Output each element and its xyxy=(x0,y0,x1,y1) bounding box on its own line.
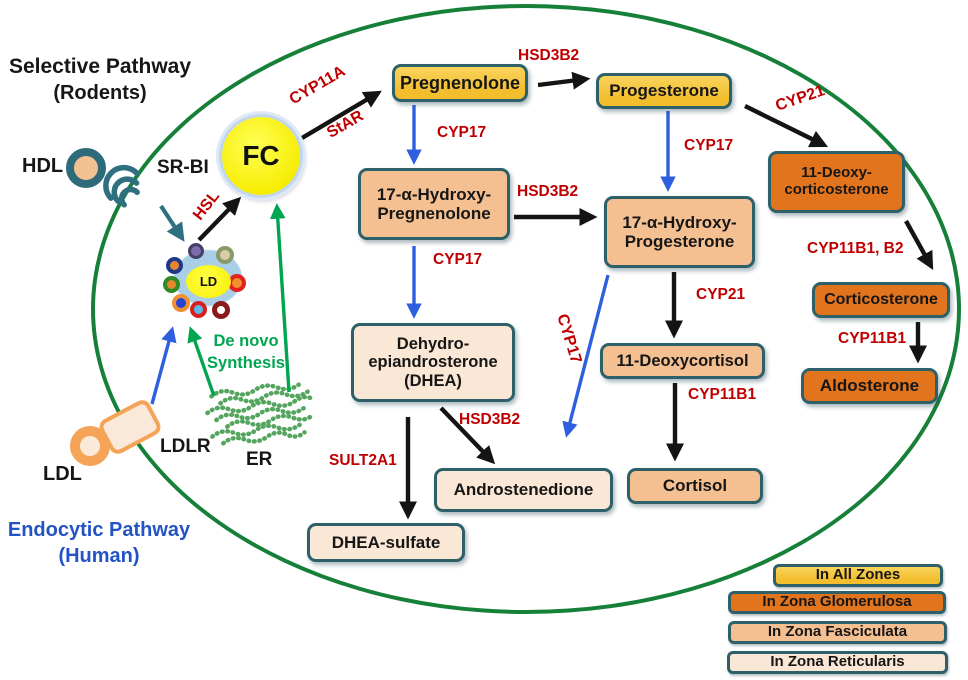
ldlr-label: LDLR xyxy=(160,436,211,457)
box-corticosterone: Corticosterone xyxy=(812,282,950,318)
box-deoxycortisol-text: 11-Deoxycortisol xyxy=(616,351,749,370)
box-17a-hydroxy-progesterone: 17-α-Hydroxy- Progesterone xyxy=(604,196,755,268)
legend-item-reticularis: In Zona Reticularis xyxy=(727,651,948,674)
box-pregnenolone: Pregnenolone xyxy=(392,64,528,102)
box-corticosterone-text: Corticosterone xyxy=(824,291,938,309)
box-dhea-line3: (DHEA) xyxy=(404,371,462,390)
enzyme-label-cyp17-prog: CYP17 xyxy=(684,137,734,154)
vesicle-dot-icon xyxy=(212,301,230,319)
box-dhea-line1: Dehydro- xyxy=(396,334,470,353)
fc-label: FC xyxy=(242,140,280,171)
teal-uptake-arrow xyxy=(159,204,185,242)
ld-label: LD xyxy=(199,274,218,289)
enzyme-label-cyp17-ohpreg: CYP17 xyxy=(433,251,483,268)
enzyme-label-hsd3b2-mid: HSD3B2 xyxy=(517,183,579,200)
box-cortisol-text: Cortisol xyxy=(662,476,728,496)
box-androstenedione-text: Androstenedione xyxy=(453,480,594,500)
box-progesterone: Progesterone xyxy=(596,73,732,109)
box-ohprog-line1: 17-α-Hydroxy- xyxy=(622,212,737,232)
box-androstenedione: Androstenedione xyxy=(434,468,613,512)
vesicle-dot-icon xyxy=(188,243,204,259)
legend-item-fasciculata: In Zona Fasciculata xyxy=(728,621,947,644)
enzyme-label-cyp11b1-right: CYP11B1 xyxy=(838,330,907,347)
endocytic-pathway-line2: (Human) xyxy=(58,545,140,567)
enzyme-label-cyp11b1-b2: CYP11B1, B2 xyxy=(807,240,904,257)
enzyme-label-cyp21-mid: CYP21 xyxy=(696,286,746,303)
free-cholesterol-circle: FC xyxy=(219,114,303,198)
ldl-label: LDL xyxy=(43,463,82,485)
hdl-particle-icon xyxy=(66,148,106,188)
box-progesterone-text: Progesterone xyxy=(609,81,719,101)
selective-pathway-title: Selective Pathway (Rodents) xyxy=(2,53,198,106)
vesicle-dot-icon xyxy=(172,294,190,312)
legend-item-glomerulosa: In Zona Glomerulosa xyxy=(728,591,946,614)
enzyme-label-hsd3b2-top: HSD3B2 xyxy=(518,47,580,64)
box-doc-line2: corticosterone xyxy=(784,181,889,198)
selective-pathway-line1: Selective Pathway xyxy=(8,55,192,78)
legend-glomerulosa-text: In Zona Glomerulosa xyxy=(762,593,912,611)
box-pregnenolone-text: Pregnenolone xyxy=(399,72,520,93)
cell-membrane-ellipse xyxy=(91,4,961,614)
box-dhea-line2: epiandrosterone xyxy=(368,353,498,372)
vesicle-dot-icon xyxy=(166,257,183,274)
de-novo-line2: Synthesis xyxy=(207,354,285,373)
legend-reticularis-text: In Zona Reticularis xyxy=(770,653,905,671)
legend-fasciculata-text: In Zona Fasciculata xyxy=(767,623,908,641)
green-synthesis-arrows xyxy=(187,203,291,397)
box-11-deoxy-corticosterone: 11-Deoxy- corticosterone xyxy=(768,151,905,213)
selective-pathway-line2: (Rodents) xyxy=(53,82,147,105)
legend-item-all-zones: In All Zones xyxy=(773,564,943,587)
enzyme-label-sult2a1: SULT2A1 xyxy=(329,452,397,469)
box-aldosterone: Aldosterone xyxy=(801,368,938,404)
box-doc-line1: 11-Deoxy- xyxy=(801,164,872,182)
enzyme-label-cyp17-preg: CYP17 xyxy=(437,124,487,141)
vesicle-dot-icon xyxy=(216,246,234,264)
box-dhea-sulfate: DHEA-sulfate xyxy=(307,523,465,562)
box-dhea: Dehydro- epiandrosterone (DHEA) xyxy=(351,323,515,402)
endocytic-pathway-title: Endocytic Pathway (Human) xyxy=(0,517,198,569)
box-ohpreg-line1: 17-α-Hydroxy- xyxy=(376,184,492,204)
box-aldosterone-text: Aldosterone xyxy=(819,376,920,396)
de-novo-line1: De novo xyxy=(213,332,279,350)
lipid-droplet-core: LD xyxy=(186,265,231,298)
vesicle-dot-icon xyxy=(190,301,207,318)
srbi-label: SR-BI xyxy=(157,157,209,178)
enzyme-label-cyp11b1-mid: CYP11B1 xyxy=(688,386,757,403)
black-reaction-arrows xyxy=(197,71,934,520)
hdl-label: HDL xyxy=(22,155,64,177)
vesicle-dot-icon xyxy=(163,276,180,293)
er-squiggles-icon xyxy=(205,382,315,446)
box-dhea-sulfate-text: DHEA-sulfate xyxy=(331,532,441,552)
box-ohpreg-line2: Pregnenolone xyxy=(377,204,491,223)
box-cortisol: Cortisol xyxy=(627,468,763,504)
box-17a-hydroxy-pregnenolone: 17-α-Hydroxy- Pregnenolone xyxy=(358,168,510,240)
er-label: ER xyxy=(246,449,273,470)
box-11-deoxycortisol: 11-Deoxycortisol xyxy=(600,343,765,379)
legend-all-zones-text: In All Zones xyxy=(815,566,901,584)
enzyme-label-hsd3b2-dhea: HSD3B2 xyxy=(459,411,521,428)
srbi-receptor-icon xyxy=(103,164,140,208)
endocytic-pathway-line1: Endocytic Pathway xyxy=(7,519,191,541)
box-ohprog-line2: Progesterone xyxy=(624,232,735,251)
de-novo-synthesis-label: De novo Synthesis xyxy=(198,330,294,375)
blue-reaction-arrows xyxy=(150,105,676,438)
